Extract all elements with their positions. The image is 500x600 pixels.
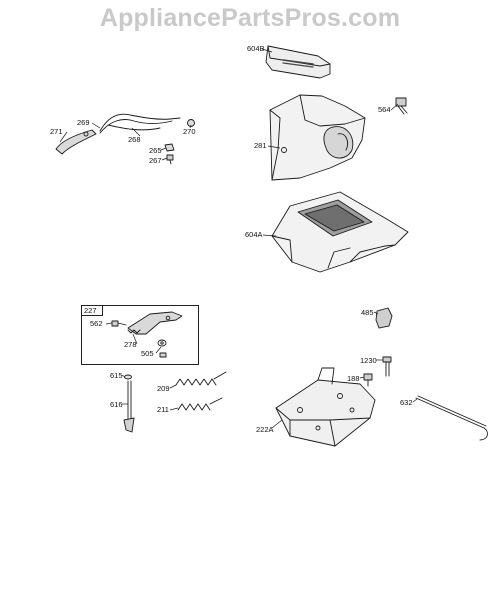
label-267[interactable]: 267	[149, 156, 162, 165]
part-1230-stud[interactable]	[382, 356, 392, 377]
leader-271	[59, 131, 68, 143]
part-227-lever[interactable]	[127, 311, 183, 335]
part-616-shaft[interactable]	[123, 380, 135, 433]
label-211[interactable]: 211	[157, 405, 169, 414]
label-222a[interactable]: 222A	[256, 425, 274, 434]
leader-270	[189, 124, 192, 129]
label-278[interactable]: 278	[124, 340, 137, 349]
leader-278	[132, 333, 138, 345]
part-269-cable[interactable]	[99, 113, 181, 134]
part-604a-cover[interactable]	[271, 191, 409, 273]
part-271-lever[interactable]	[55, 129, 97, 155]
part-211-spring[interactable]	[177, 397, 223, 411]
label-209[interactable]: 209	[157, 384, 170, 393]
leader-564	[390, 103, 399, 111]
label-269[interactable]: 269	[77, 118, 90, 127]
leader-615	[121, 374, 126, 378]
part-270-nut[interactable]	[187, 119, 195, 127]
leader-281	[267, 145, 281, 149]
leader-265	[160, 147, 167, 151]
label-1230[interactable]: 1230	[360, 356, 377, 365]
part-281-shroud[interactable]	[269, 94, 366, 181]
leader-604a	[262, 234, 277, 237]
leader-268	[131, 127, 141, 137]
part-209-spring[interactable]	[175, 371, 227, 386]
leader-222a	[271, 419, 283, 429]
label-604a[interactable]: 604A	[245, 230, 263, 239]
part-615-washer[interactable]	[124, 374, 132, 380]
label-505[interactable]: 505	[141, 349, 154, 358]
label-265[interactable]: 265	[149, 146, 162, 155]
label-564[interactable]: 564	[378, 105, 391, 114]
label-270[interactable]: 270	[183, 127, 196, 136]
part-562-screw[interactable]	[111, 320, 127, 327]
leader-604b	[261, 48, 273, 53]
label-604b[interactable]: 604B	[247, 44, 265, 53]
site-watermark: AppliancePartsPros.com	[99, 4, 401, 32]
part-564-screw[interactable]	[395, 97, 408, 115]
part-604b-plate[interactable]	[265, 45, 331, 79]
leader-632	[412, 398, 418, 403]
label-268[interactable]: 268	[128, 135, 141, 144]
leader-209	[169, 384, 177, 389]
part-505-nut[interactable]	[157, 339, 167, 358]
part-485-clip[interactable]	[375, 307, 393, 329]
part-222a-bracket[interactable]	[275, 367, 376, 447]
leader-267	[161, 157, 168, 161]
part-265-clip[interactable]	[164, 143, 175, 152]
label-227[interactable]: 227	[84, 306, 97, 315]
label-485[interactable]: 485	[361, 308, 374, 317]
leader-188	[359, 376, 365, 379]
assembly-227-tab	[81, 305, 103, 316]
leader-485	[373, 311, 379, 315]
part-188-screw[interactable]	[363, 373, 373, 387]
part-632-rod[interactable]	[415, 395, 488, 441]
leader-505	[155, 346, 162, 354]
leader-562	[105, 322, 113, 325]
label-188[interactable]: 188	[347, 374, 360, 383]
label-281[interactable]: 281	[254, 141, 267, 150]
label-615[interactable]: 615	[110, 371, 123, 380]
leader-211	[169, 407, 179, 411]
assembly-227-box	[81, 305, 199, 365]
part-278-spring[interactable]	[127, 329, 141, 334]
label-562[interactable]: 562	[90, 319, 103, 328]
label-632[interactable]: 632	[400, 398, 413, 407]
label-616[interactable]: 616	[110, 400, 123, 409]
part-267-screw[interactable]	[166, 154, 174, 165]
leader-269	[91, 122, 101, 129]
label-271[interactable]: 271	[50, 127, 63, 136]
